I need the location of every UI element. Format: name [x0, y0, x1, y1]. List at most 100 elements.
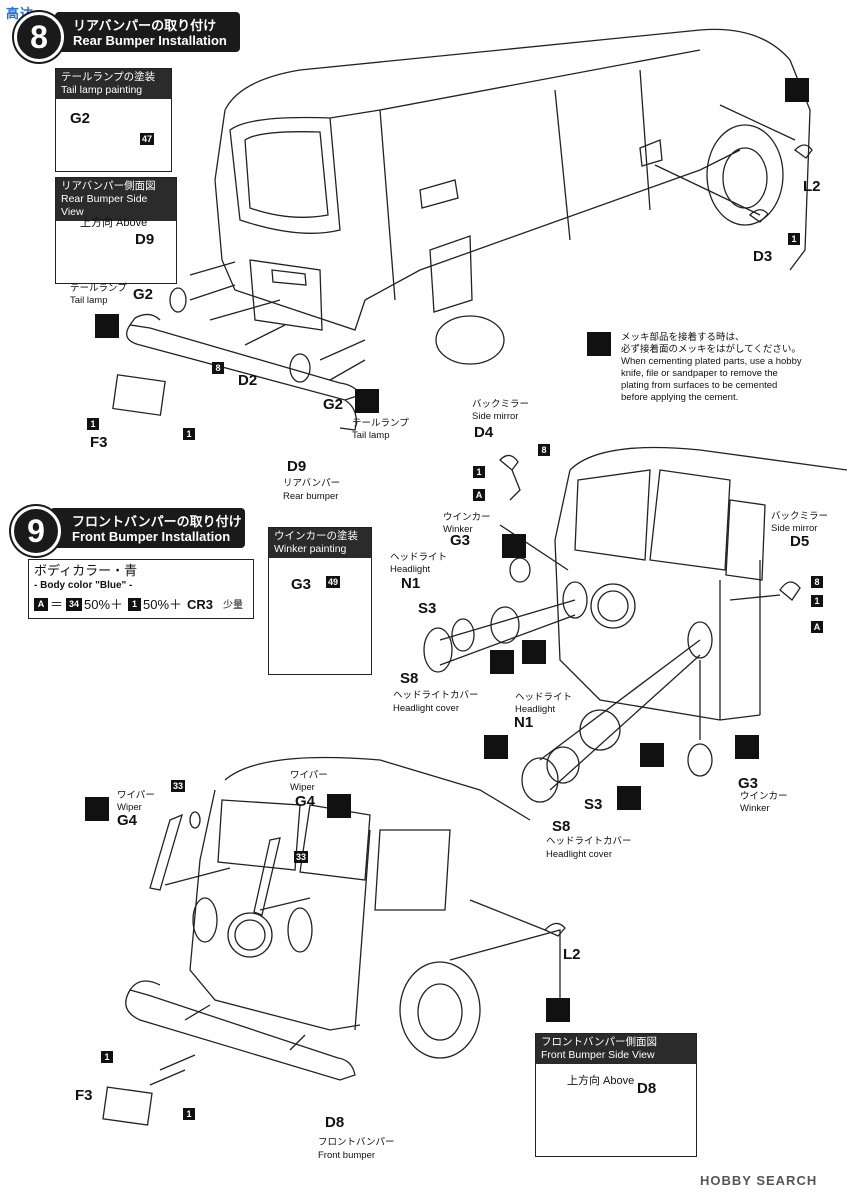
badge-33-a: 33 [171, 780, 185, 792]
badge-8-d5: 8 [811, 576, 823, 588]
label-g4-b: G4 [295, 793, 316, 810]
part-g3-box: G3 [291, 576, 312, 593]
side-mirror-en-b: Side mirror [771, 523, 818, 534]
tail-lamp-painting-header: テールランプの塗装 Tail lamp painting [56, 69, 171, 99]
tail-lamp-painting-box: テールランプの塗装 Tail lamp painting [55, 68, 172, 172]
formula-pct-1: 50%＋ [84, 597, 124, 612]
cement-icon [546, 998, 570, 1022]
front-bumper-jp: フロントバンパー [318, 1137, 395, 1148]
front-bumper-side-en: Front Bumper Side View [541, 1049, 655, 1061]
label-s3-a: S3 [418, 600, 437, 617]
formula-a-badge: A [34, 598, 48, 611]
step-9-title-en: Front Bumper Installation [72, 529, 231, 544]
label-d4: D4 [474, 424, 494, 441]
headlight-cover-jp-b: ヘッドライトカバー [546, 836, 632, 847]
wiper-jp-a: ワイパー [117, 790, 155, 801]
headlight-jp-a: ヘッドライト [390, 552, 448, 563]
winker-en-b: Winker [740, 803, 770, 814]
tail-lamp-jp-b: テールランプ [352, 418, 409, 429]
rear-bumper-en: Rear bumper [283, 491, 339, 502]
winker-en-a: Winker [443, 524, 473, 535]
badge-8-d2: 8 [212, 362, 224, 374]
label-d2: D2 [238, 372, 258, 389]
label-l2-rear: L2 [803, 178, 821, 195]
rear-bumper-side-header: リアバンパー側面図 Rear Bumper Side View [56, 178, 176, 221]
label-d8: D8 [325, 1114, 345, 1131]
cement-icon [95, 314, 119, 338]
winker-jp-a: ウインカー [443, 512, 491, 523]
label-g2-b: G2 [323, 396, 344, 413]
side-mirror-jp-a: バックミラー [472, 399, 530, 410]
cement-icon [785, 78, 809, 102]
label-s3-b: S3 [584, 796, 603, 813]
label-d5: D5 [790, 533, 810, 550]
tail-lamp-en-b: Tail lamp [352, 430, 390, 441]
badge-1-f3: 1 [87, 418, 99, 430]
cement-icon [490, 650, 514, 674]
side-mirror-jp-b: バックミラー [771, 511, 829, 522]
rear-bumper-side-box: リアバンパー側面図 Rear Bumper Side View [55, 177, 177, 284]
rear-bumper-side-jp: リアバンパー側面図 [61, 180, 156, 192]
cement-icon [484, 735, 508, 759]
badge-1-d5: 1 [811, 595, 823, 607]
tail-lamp-painting-jp: テールランプの塗装 [61, 71, 156, 83]
wiper-en-a: Wiper [117, 802, 142, 813]
label-l2-front: L2 [563, 946, 581, 963]
front-bumper-side-header: フロントバンパー側面図 Front Bumper Side View [536, 1034, 696, 1064]
label-f3-front: F3 [75, 1087, 93, 1104]
cement-icon [587, 332, 611, 356]
rear-bumper-side-en: Rear Bumper Side View [61, 193, 148, 218]
winker-jp-b: ウインカー [740, 791, 788, 802]
cement-icon [640, 743, 664, 767]
step-8-title-en: Rear Bumper Installation [73, 33, 227, 48]
tail-lamp-painting-en: Tail lamp painting [61, 84, 143, 96]
label-g3-a: G3 [450, 532, 471, 549]
front-bumper-side-box: フロントバンパー側面図 Front Bumper Side View [535, 1033, 697, 1157]
plating-note-jp2: 必ず接着面のメッキをはがしてください。 [621, 344, 801, 355]
cement-icon [85, 797, 109, 821]
cement-icon [522, 640, 546, 664]
plating-note-en4: before applying the cement. [621, 392, 739, 403]
winker-painting-jp: ウインカーの塗装 [274, 530, 358, 542]
front-bumper-side-jp: フロントバンパー側面図 [541, 1036, 658, 1048]
step-9-title-jp: フロントバンパーの取り付け [72, 514, 242, 529]
label-n1-a: N1 [401, 575, 421, 592]
badge-33-b: 33 [294, 851, 308, 863]
plating-note-en2: knife, file or sandpaper to remove the [621, 368, 778, 379]
wiper-en-b: Wiper [290, 782, 315, 793]
color-cr3: CR3 [187, 597, 214, 612]
step-9-number: 9 [11, 506, 61, 556]
cement-icon [502, 534, 526, 558]
part-d8-side: D8 [637, 1080, 657, 1097]
formula-small-amount: 少量 [223, 600, 243, 611]
cement-icon [617, 786, 641, 810]
color-47-badge: 47 [140, 133, 154, 145]
body-color-jp: ボディカラー・青 [34, 563, 138, 578]
badge-1-d3: 1 [788, 233, 800, 245]
body-color-box [28, 559, 254, 619]
cement-icon [327, 794, 351, 818]
headlight-cover-en-a: Headlight cover [393, 703, 460, 714]
badge-a-d4: A [473, 489, 485, 501]
step-8-number: 8 [14, 12, 64, 62]
tail-lamp-en-a: Tail lamp [70, 295, 108, 306]
front-bumper-en: Front bumper [318, 1150, 376, 1161]
headlight-jp-b: ヘッドライト [515, 692, 573, 703]
formula-pct-2: 50%＋ [143, 597, 183, 612]
headlight-en-b: Headlight [515, 704, 556, 715]
part-d9-side: D9 [135, 231, 155, 248]
label-d9: D9 [287, 458, 307, 475]
headlight-cover-jp-a: ヘッドライトカバー [393, 690, 479, 701]
label-g2-a: G2 [133, 286, 154, 303]
winker-painting-header: ウインカーの塗装 Winker painting [269, 528, 371, 558]
body-color-en: - Body color "Blue" - [34, 580, 133, 591]
color-49-badge: 49 [326, 576, 340, 588]
cement-icon [735, 735, 759, 759]
badge-8-d4: 8 [538, 444, 550, 456]
label-f3-rear: F3 [90, 434, 108, 451]
plating-note-jp1: メッキ部品を接着する時は、 [621, 332, 745, 343]
front-side-direction: 上方向 Above [567, 1075, 635, 1087]
label-g4-a: G4 [117, 812, 138, 829]
headlight-cover-en-b: Headlight cover [546, 849, 613, 860]
